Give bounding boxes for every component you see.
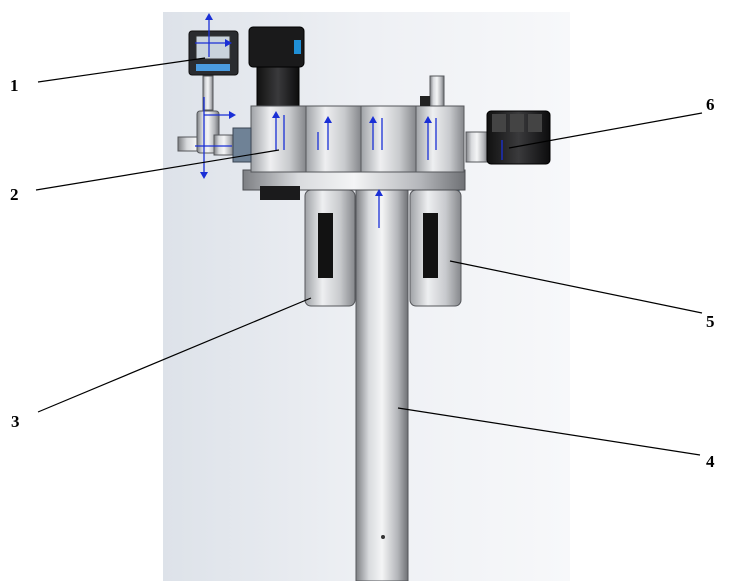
leader-line-1 xyxy=(37,57,206,83)
inlet-fitting xyxy=(177,110,252,163)
callout-6: 6 xyxy=(706,95,715,114)
callout-4: 4 xyxy=(706,452,715,471)
callout-2: 2 xyxy=(10,185,19,204)
callout-5: 5 xyxy=(706,312,715,331)
axis-markers xyxy=(195,17,503,228)
filter-body-2 xyxy=(305,105,362,173)
pipe xyxy=(355,185,409,581)
leader-lines xyxy=(35,57,703,456)
callout-1: 1 xyxy=(10,76,19,95)
filter-body-4 xyxy=(415,75,465,173)
leader-line-6 xyxy=(508,112,703,149)
right-filter-bowl xyxy=(409,189,462,307)
solenoid-valve-bank xyxy=(465,110,551,165)
leader-line-5 xyxy=(449,260,703,314)
leader-line-2 xyxy=(35,149,280,191)
filter-body-3 xyxy=(360,105,417,173)
left-filter-bowl xyxy=(304,189,356,307)
callout-3: 3 xyxy=(11,412,20,431)
leader-line-3 xyxy=(37,297,312,413)
axis-marker-heads xyxy=(200,13,432,196)
regulator xyxy=(248,26,305,110)
leader-line-4 xyxy=(397,407,701,456)
